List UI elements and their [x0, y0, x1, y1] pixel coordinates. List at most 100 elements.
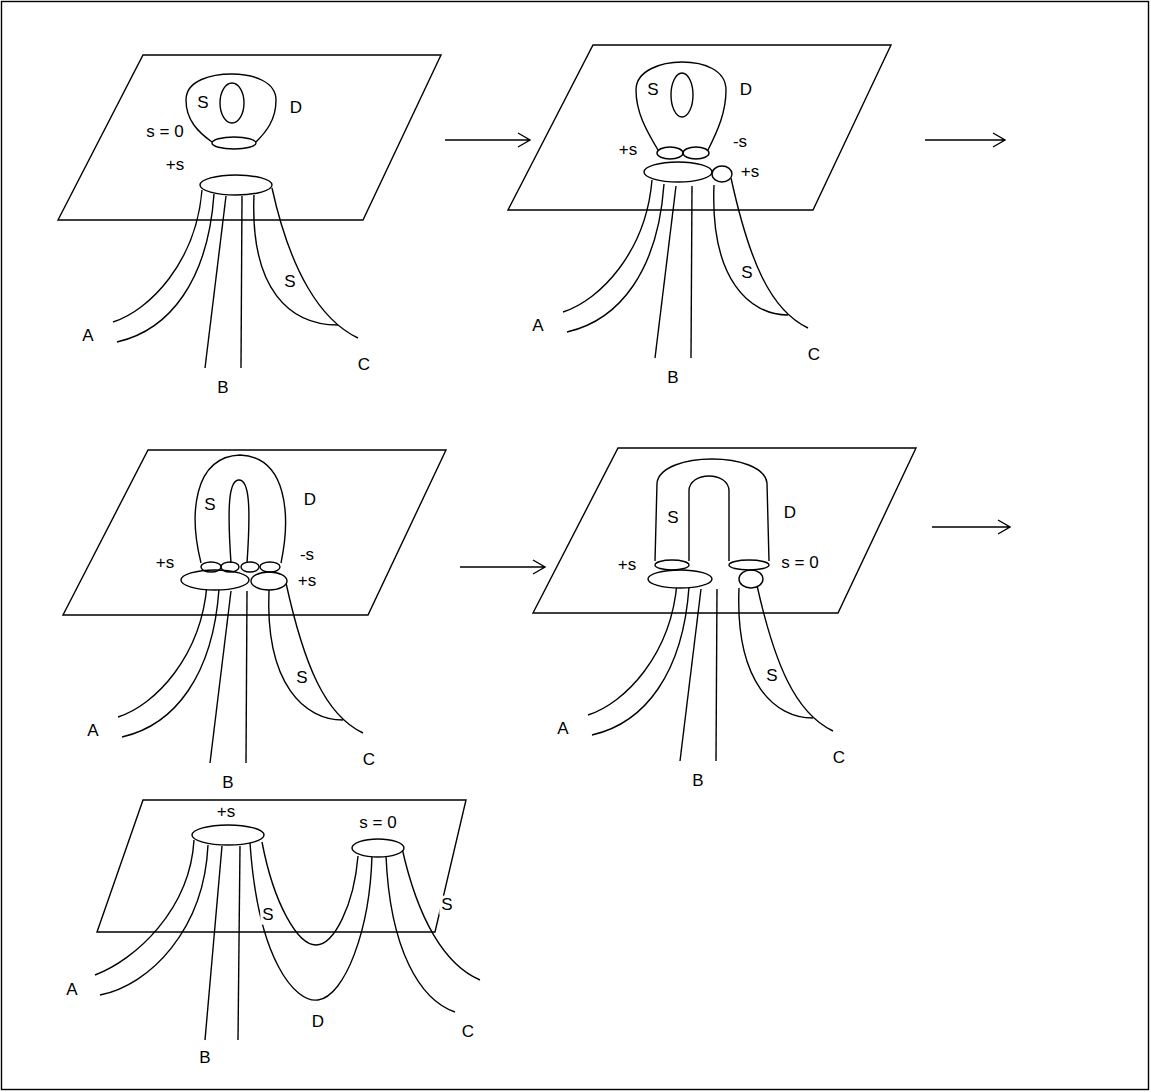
surface-line	[254, 195, 338, 325]
surface-label: D	[302, 491, 318, 510]
surface-line	[691, 186, 692, 358]
surface-label: s = 0	[144, 123, 185, 142]
surface-label: A	[80, 327, 95, 346]
tube-circle	[712, 166, 732, 182]
surface-label: B	[215, 379, 230, 398]
surface-line	[122, 589, 219, 737]
surface-label: S	[260, 906, 275, 925]
cap-outline	[655, 459, 769, 561]
surface-label: s = 0	[357, 814, 398, 833]
surface-label: +s	[154, 554, 176, 573]
surface-label: C	[361, 751, 377, 770]
surface-label: -s	[731, 133, 749, 152]
surface-label: D	[288, 99, 304, 118]
surface-line	[95, 840, 194, 975]
surface-label: C	[460, 1023, 476, 1042]
tube-circle	[192, 825, 264, 845]
step-arrow	[460, 560, 545, 574]
surface-line	[272, 188, 358, 338]
cap-circle	[655, 560, 689, 570]
surface-label: -s	[298, 546, 316, 565]
surface-line	[716, 589, 717, 761]
surface-line	[731, 178, 808, 328]
surface-label: +s	[296, 572, 318, 591]
hole-circle	[220, 83, 244, 123]
surface-label: B	[197, 1049, 212, 1068]
cap-circle	[241, 562, 259, 572]
plane	[58, 55, 441, 220]
tube-circle	[739, 570, 763, 588]
surface-line	[402, 848, 480, 980]
hole-circle	[671, 73, 693, 117]
surface-line	[567, 184, 664, 332]
surface-line	[100, 845, 208, 995]
surface-line	[756, 581, 833, 731]
surface-label: D	[738, 81, 754, 100]
plane	[63, 450, 446, 615]
cap-circle	[683, 147, 709, 159]
surface-label: S	[665, 509, 680, 528]
surface-line	[113, 190, 202, 322]
stage-panel	[95, 800, 480, 1040]
surface-line	[655, 186, 676, 358]
stage-panel	[63, 450, 446, 763]
surface-line	[386, 856, 455, 1012]
step-arrow	[932, 520, 1010, 534]
tube-circle	[251, 572, 287, 590]
plane	[508, 45, 891, 210]
surface-line	[205, 846, 222, 1040]
surface-label: S	[439, 896, 454, 915]
stage-panel	[508, 45, 891, 358]
surface-label: s = 0	[779, 554, 820, 573]
surface-label: C	[831, 749, 847, 768]
tube-circle	[644, 162, 712, 182]
surface-label: D	[782, 504, 798, 523]
step-arrow	[445, 133, 530, 147]
surface-label: S	[282, 273, 297, 292]
surface-label: B	[690, 772, 705, 791]
cap-circle	[221, 562, 239, 572]
hole-outline	[229, 480, 249, 563]
surface-label: +s	[739, 163, 761, 182]
surface-label: S	[202, 496, 217, 515]
surface-label: +s	[617, 141, 639, 160]
cap-circle	[201, 562, 221, 572]
cap-circle	[657, 147, 683, 159]
surface-line	[680, 589, 701, 761]
surface-line	[563, 180, 652, 312]
surface-line	[246, 591, 247, 763]
surface-label: C	[356, 356, 372, 375]
surface-line	[262, 842, 358, 945]
surface-line	[205, 196, 226, 368]
cap-outline	[186, 74, 276, 142]
surface-line	[118, 585, 207, 717]
surface-line	[250, 843, 372, 1000]
surface-line	[238, 846, 240, 1040]
surface-line	[210, 591, 231, 763]
surface-label: B	[220, 774, 235, 793]
surface-label: A	[85, 722, 100, 741]
surface-label: +s	[215, 803, 237, 822]
surface-label: A	[555, 720, 570, 739]
plane	[533, 448, 916, 613]
surface-label: +s	[616, 556, 638, 575]
tube-circle	[181, 570, 249, 590]
surface-line	[588, 583, 677, 715]
surface-label: S	[764, 667, 779, 686]
surface-label: A	[64, 981, 79, 1000]
surface-label: S	[195, 94, 210, 113]
cap-outline	[195, 455, 285, 563]
cap-outline	[636, 62, 726, 150]
cap-circle	[260, 562, 280, 572]
surface-label: B	[665, 369, 680, 388]
surface-label: +s	[164, 156, 186, 175]
tube-circle	[352, 839, 404, 857]
surface-line	[117, 194, 214, 342]
surface-line	[592, 587, 689, 735]
surface-label: S	[294, 669, 309, 688]
hole-outline	[689, 476, 729, 561]
stage-panel	[58, 55, 441, 368]
